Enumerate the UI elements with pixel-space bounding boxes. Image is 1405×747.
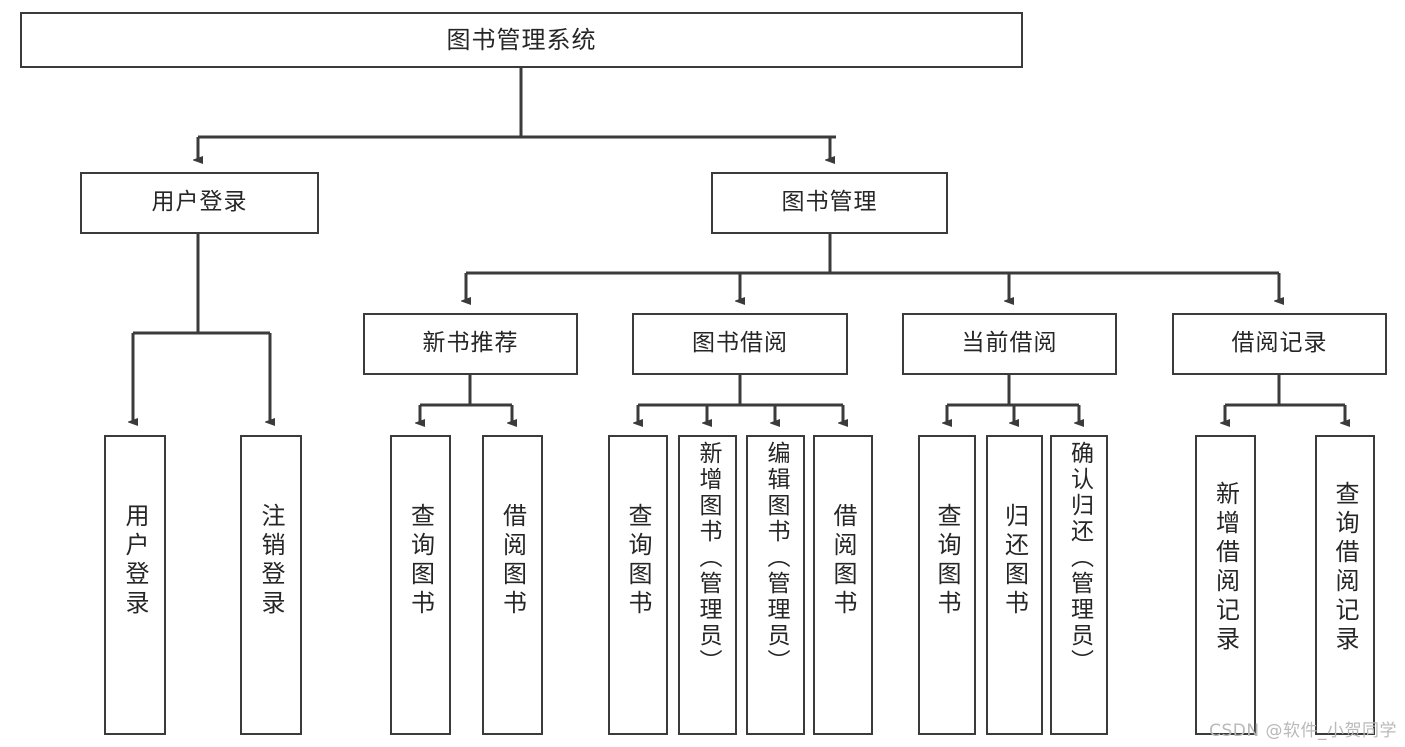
node-leaf-borrow-book-1[interactable]: 借阅图书 — [482, 435, 543, 735]
node-leaf-logout[interactable]: 注销登录 — [240, 435, 302, 735]
node-leaf-edit-book-admin-label: 编辑图书（管理员） — [763, 441, 789, 675]
node-leaf-user-login-label: 用户登录 — [121, 503, 149, 619]
node-leaf-query-book-1-label: 查询图书 — [406, 503, 435, 619]
node-leaf-add-borrow-record-label: 新增借阅记录 — [1211, 481, 1240, 655]
node-leaf-query-borrow-record-label: 查询借阅记录 — [1331, 481, 1359, 655]
node-borrow-record-label: 借阅记录 — [1231, 330, 1328, 357]
node-book-borrow-label: 图书借阅 — [692, 330, 788, 357]
node-leaf-query-book-2-label: 查询图书 — [624, 503, 652, 619]
node-leaf-user-login[interactable]: 用户登录 — [104, 435, 166, 735]
csdn-watermark: CSDN @软件_小贺同学 — [1209, 721, 1397, 741]
node-leaf-query-book-1[interactable]: 查询图书 — [390, 435, 451, 735]
node-leaf-edit-book-admin[interactable]: 编辑图书（管理员） — [746, 435, 805, 735]
node-root-label: 图书管理系统 — [446, 25, 597, 54]
node-book-management-label: 图书管理 — [781, 189, 878, 216]
node-new-book-recommend[interactable]: 新书推荐 — [363, 313, 578, 375]
node-leaf-add-book-admin[interactable]: 新增图书（管理员） — [678, 435, 737, 735]
node-leaf-confirm-return-admin-label: 确认归还（管理员） — [1066, 441, 1093, 675]
node-current-borrow[interactable]: 当前借阅 — [902, 313, 1117, 375]
node-leaf-return-book-label: 归还图书 — [1000, 503, 1029, 619]
node-leaf-query-borrow-record[interactable]: 查询借阅记录 — [1315, 435, 1375, 735]
node-new-book-recommend-label: 新书推荐 — [422, 330, 519, 357]
node-current-borrow-label: 当前借阅 — [961, 330, 1058, 357]
node-book-management[interactable]: 图书管理 — [711, 172, 948, 234]
node-leaf-query-book-3[interactable]: 查询图书 — [918, 435, 976, 735]
node-root[interactable]: 图书管理系统 — [20, 12, 1023, 68]
node-leaf-borrow-book-2-label: 借阅图书 — [829, 503, 857, 619]
node-leaf-confirm-return-admin[interactable]: 确认归还（管理员） — [1050, 435, 1108, 735]
node-leaf-add-book-admin-label: 新增图书（管理员） — [695, 441, 721, 675]
node-leaf-query-book-3-label: 查询图书 — [933, 503, 961, 619]
node-leaf-query-book-2[interactable]: 查询图书 — [608, 435, 668, 735]
node-leaf-add-borrow-record[interactable]: 新增借阅记录 — [1195, 435, 1256, 735]
node-leaf-borrow-book-2[interactable]: 借阅图书 — [813, 435, 873, 735]
node-borrow-record[interactable]: 借阅记录 — [1172, 313, 1387, 375]
node-book-borrow[interactable]: 图书借阅 — [632, 313, 848, 375]
node-leaf-borrow-book-1-label: 借阅图书 — [498, 503, 527, 619]
node-leaf-return-book[interactable]: 归还图书 — [986, 435, 1043, 735]
node-user-login-label: 用户登录 — [151, 189, 248, 216]
node-leaf-logout-label: 注销登录 — [257, 503, 285, 619]
node-user-login[interactable]: 用户登录 — [80, 172, 319, 234]
